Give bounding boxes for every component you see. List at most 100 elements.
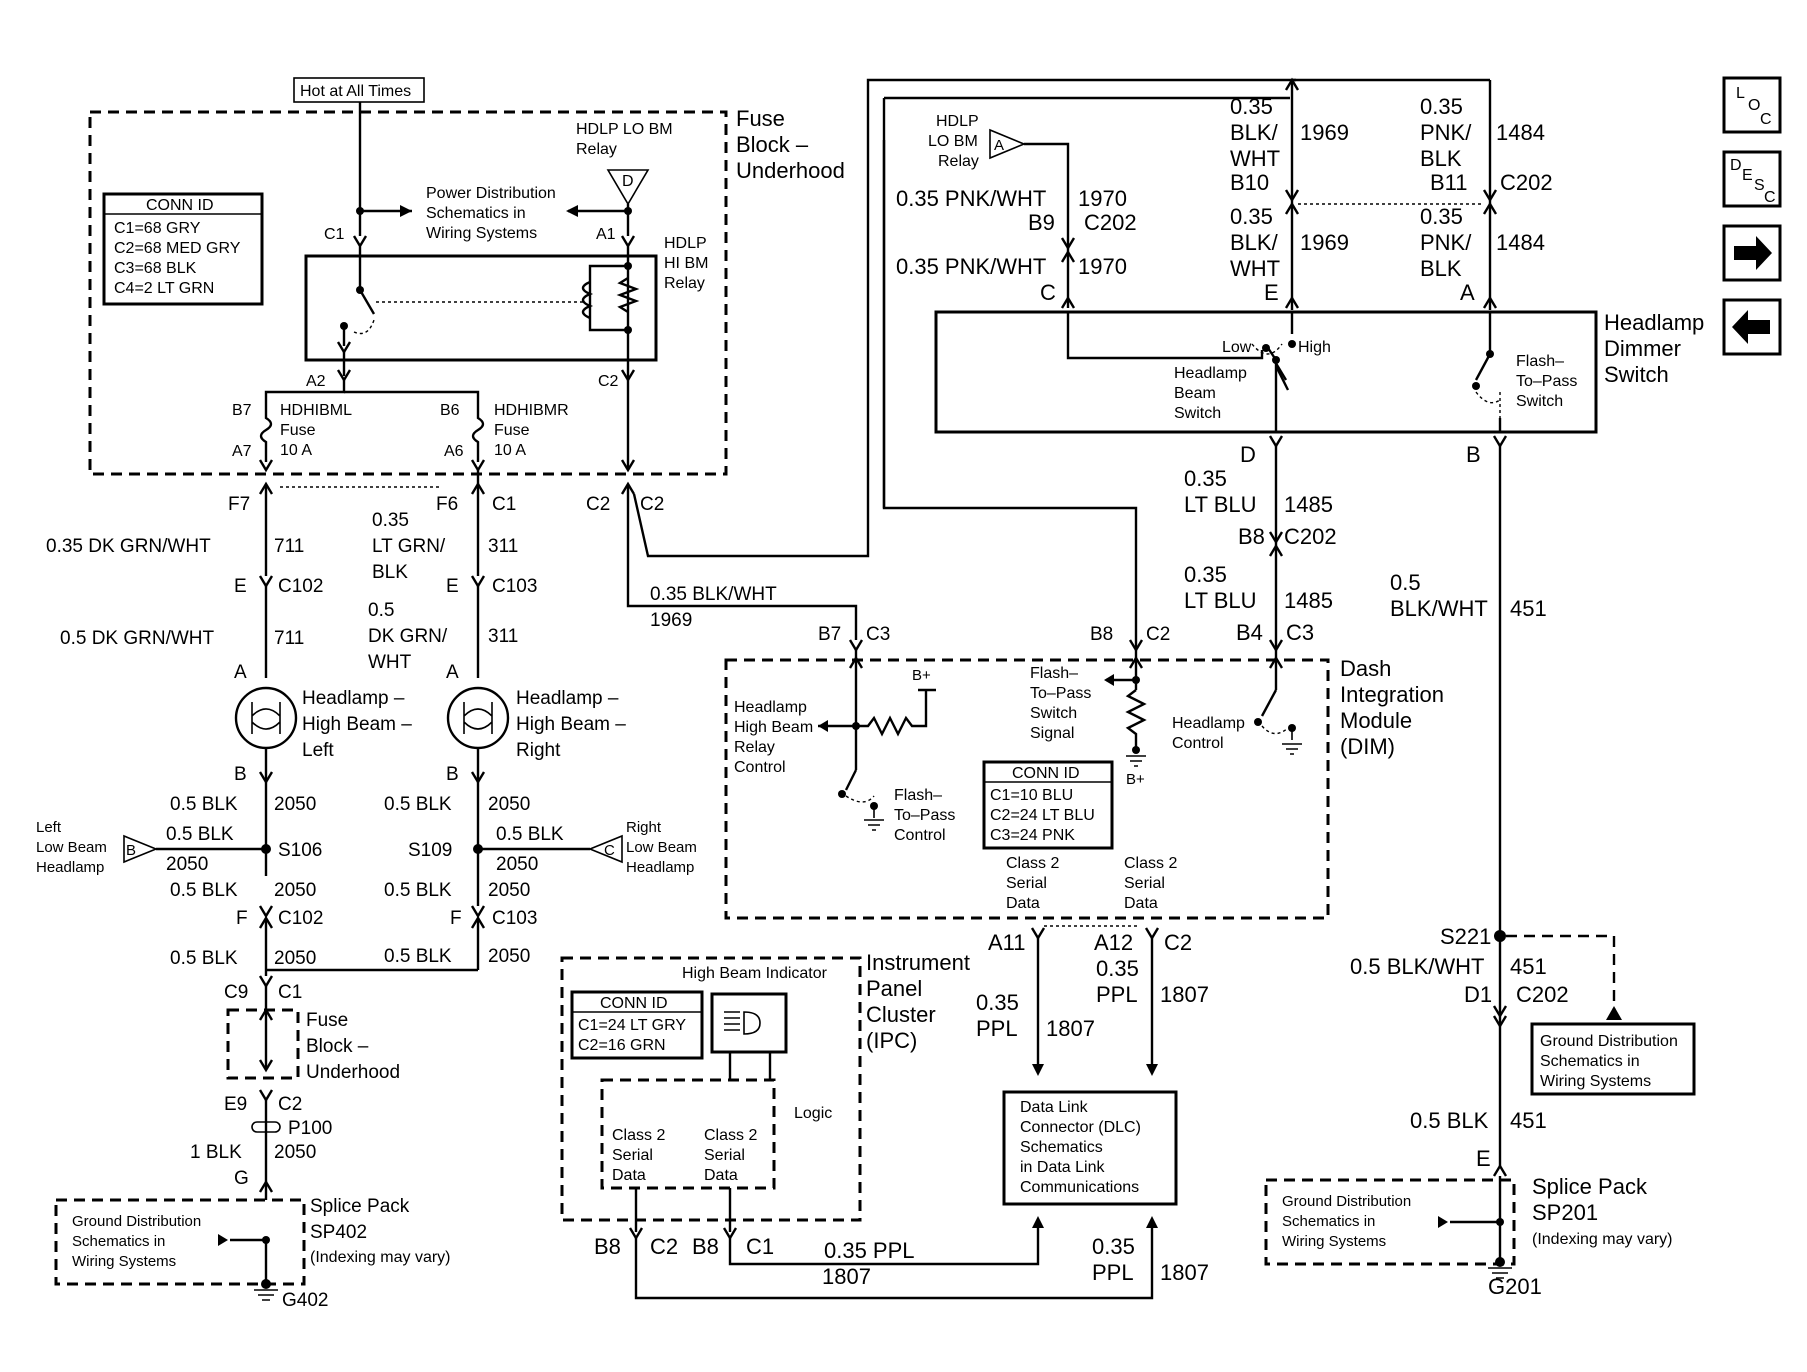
svg-text:Data: Data <box>1006 895 1040 912</box>
center-c2-right: C2 <box>640 494 664 515</box>
center-b7-label: B7 <box>818 624 841 645</box>
dim-a12-label: A12 <box>1094 930 1133 955</box>
instrument-panel-cluster-box <box>560 956 862 1222</box>
ground-dist-s221-box <box>1530 1022 1696 1096</box>
svg-text:Ground Distribution: Ground Distribution <box>1540 1033 1678 1050</box>
svg-text:C1=24 LT GRY: C1=24 LT GRY <box>578 1017 686 1034</box>
svg-text:Data Link: Data Link <box>1020 1099 1089 1116</box>
svg-text:Relay: Relay <box>734 739 775 756</box>
ipc-c1-label: C1 <box>746 1234 774 1259</box>
wire-1970a-size: 0.35 PNK/WHT <box>896 186 1046 211</box>
svg-text:SP402: SP402 <box>310 1222 367 1243</box>
svg-text:Right: Right <box>516 740 561 761</box>
conn-c2-label: C2 <box>598 373 619 390</box>
headlamp-dimmer-switch-title: Headlamp Dimmer Switch <box>1604 310 1704 387</box>
svg-text:C1=68 GRY: C1=68 GRY <box>114 220 201 237</box>
prev-arrow-button[interactable] <box>1722 298 1782 356</box>
ipc-logic-box <box>600 1078 776 1190</box>
fuse-block-underhood-small-label: Fuse Block – Underhood <box>306 1010 400 1083</box>
svg-text:HDLP: HDLP <box>664 235 707 252</box>
right-e-label: E <box>446 576 459 597</box>
left-a-label: A <box>234 662 247 683</box>
left-low-beam-pin: B <box>126 842 136 859</box>
loc-button[interactable]: L O C <box>1722 76 1782 134</box>
svg-text:Class 2: Class 2 <box>1006 855 1059 872</box>
data-link-connector-label: Data Link Connector (DLC) Schematics in … <box>1020 1099 1141 1196</box>
hdlp-lo-bm-relay-label: HDLP LO BM <box>576 121 673 138</box>
ipc-class2-b-label: Class 2 Serial Data <box>704 1127 757 1184</box>
svg-text:B6: B6 <box>440 402 460 419</box>
dimmer-pin-b: B <box>1466 442 1481 467</box>
svg-text:D: D <box>1730 157 1742 174</box>
wire-1969a-number: 1969 <box>1300 120 1349 145</box>
left-c9-label: C9 <box>224 982 248 1003</box>
svg-text:Control: Control <box>894 827 946 844</box>
svg-text:Splice Pack: Splice Pack <box>310 1196 410 1217</box>
ipc-wire-bottom-number: 1807 <box>822 1264 871 1289</box>
wire-1807a-size: 0.35 PPL <box>976 990 1019 1041</box>
right-c3-label: C3 <box>1286 620 1314 645</box>
svg-text:BLK/WHT: BLK/WHT <box>1390 596 1488 621</box>
right-c202-label: C202 <box>1284 524 1337 549</box>
right-low-beam-headlamp-label: Right Low Beam Headlamp <box>626 819 697 876</box>
svg-text:A7: A7 <box>232 443 252 460</box>
left-wire5-size: 0.5 BLK <box>170 880 238 901</box>
ground-g402-icon <box>254 1289 278 1301</box>
connector-d-label: D <box>622 173 634 190</box>
svg-text:Headlamp: Headlamp <box>734 699 807 716</box>
svg-text:Headlamp –: Headlamp – <box>516 688 619 709</box>
fuse-hdhibmr: B6 HDHIBMR Fuse 10 A A6 <box>440 398 569 462</box>
svg-text:0.35: 0.35 <box>1230 94 1273 119</box>
svg-text:0.35: 0.35 <box>1092 1234 1135 1259</box>
svg-text:Switch: Switch <box>1516 393 1563 410</box>
power-distribution-label: Power Distribution Schematics in Wiring … <box>426 185 556 242</box>
svg-text:C3=24 PNK: C3=24 PNK <box>990 827 1075 844</box>
svg-text:WHT: WHT <box>1230 256 1280 281</box>
svg-text:C2=24 LT BLU: C2=24 LT BLU <box>990 807 1095 824</box>
right-wire6-number: 2050 <box>488 946 530 967</box>
arrow-right-icon <box>1734 236 1772 270</box>
svg-text:Integration: Integration <box>1340 682 1444 707</box>
svg-text:Left: Left <box>36 819 62 836</box>
dimmer-pin-c: C <box>1040 280 1056 305</box>
svg-text:LT GRN/: LT GRN/ <box>372 536 446 557</box>
left-f-label: F <box>236 908 248 929</box>
svg-text:10 A: 10 A <box>280 442 312 459</box>
wire-1807a-number: 1807 <box>1046 1016 1095 1041</box>
left-low-beam-headlamp-label: Left Low Beam Headlamp <box>36 819 107 876</box>
svg-text:CONN ID: CONN ID <box>600 995 668 1012</box>
next-arrow-button[interactable] <box>1722 224 1782 282</box>
svg-text:Class 2: Class 2 <box>1124 855 1177 872</box>
svg-text:(Indexing may vary): (Indexing may vary) <box>310 1249 451 1266</box>
splice-pack-sp402 <box>54 1198 306 1286</box>
right-d1-label: D1 <box>1464 982 1492 1007</box>
svg-text:L: L <box>1736 85 1745 102</box>
svg-text:Low Beam: Low Beam <box>626 839 697 856</box>
wire-1807b-size: 0.35 PPL <box>1096 956 1139 1007</box>
p100-connector <box>251 1121 281 1133</box>
svg-text:Relay: Relay <box>938 153 979 170</box>
svg-text:Headlamp: Headlamp <box>1604 310 1704 335</box>
left-wire4-number: 2050 <box>166 854 208 875</box>
high-beam-indicator-label: High Beam Indicator <box>682 965 828 982</box>
center-c2b-label: C2 <box>1146 624 1170 645</box>
svg-text:Headlamp: Headlamp <box>1172 715 1245 732</box>
svg-text:Headlamp: Headlamp <box>36 859 104 876</box>
svg-text:WHT: WHT <box>368 652 412 673</box>
svg-text:Splice Pack: Splice Pack <box>1532 1174 1648 1199</box>
ground-dist-left-label: Ground Distribution Schematics in Wiring… <box>72 1213 201 1270</box>
svg-text:Module: Module <box>1340 708 1412 733</box>
right-c1-label: C1 <box>492 494 516 515</box>
svg-text:To–Pass: To–Pass <box>1516 373 1577 390</box>
desc-button[interactable]: D E S C <box>1722 150 1782 208</box>
left-wire6-number: 2050 <box>274 948 316 969</box>
conn-a2-label: A2 <box>306 373 326 390</box>
svg-text:Flash–: Flash– <box>894 787 942 804</box>
svg-text:Fuse: Fuse <box>494 422 530 439</box>
center-wire-size: 0.35 BLK/WHT <box>650 584 777 605</box>
left-low-beam-connector <box>123 834 159 864</box>
dim-a11-label: A11 <box>988 930 1026 955</box>
svg-text:(Indexing may vary): (Indexing may vary) <box>1532 1231 1673 1248</box>
left-wire3-size: 0.5 BLK <box>170 794 238 815</box>
svg-text:Low Beam: Low Beam <box>36 839 107 856</box>
